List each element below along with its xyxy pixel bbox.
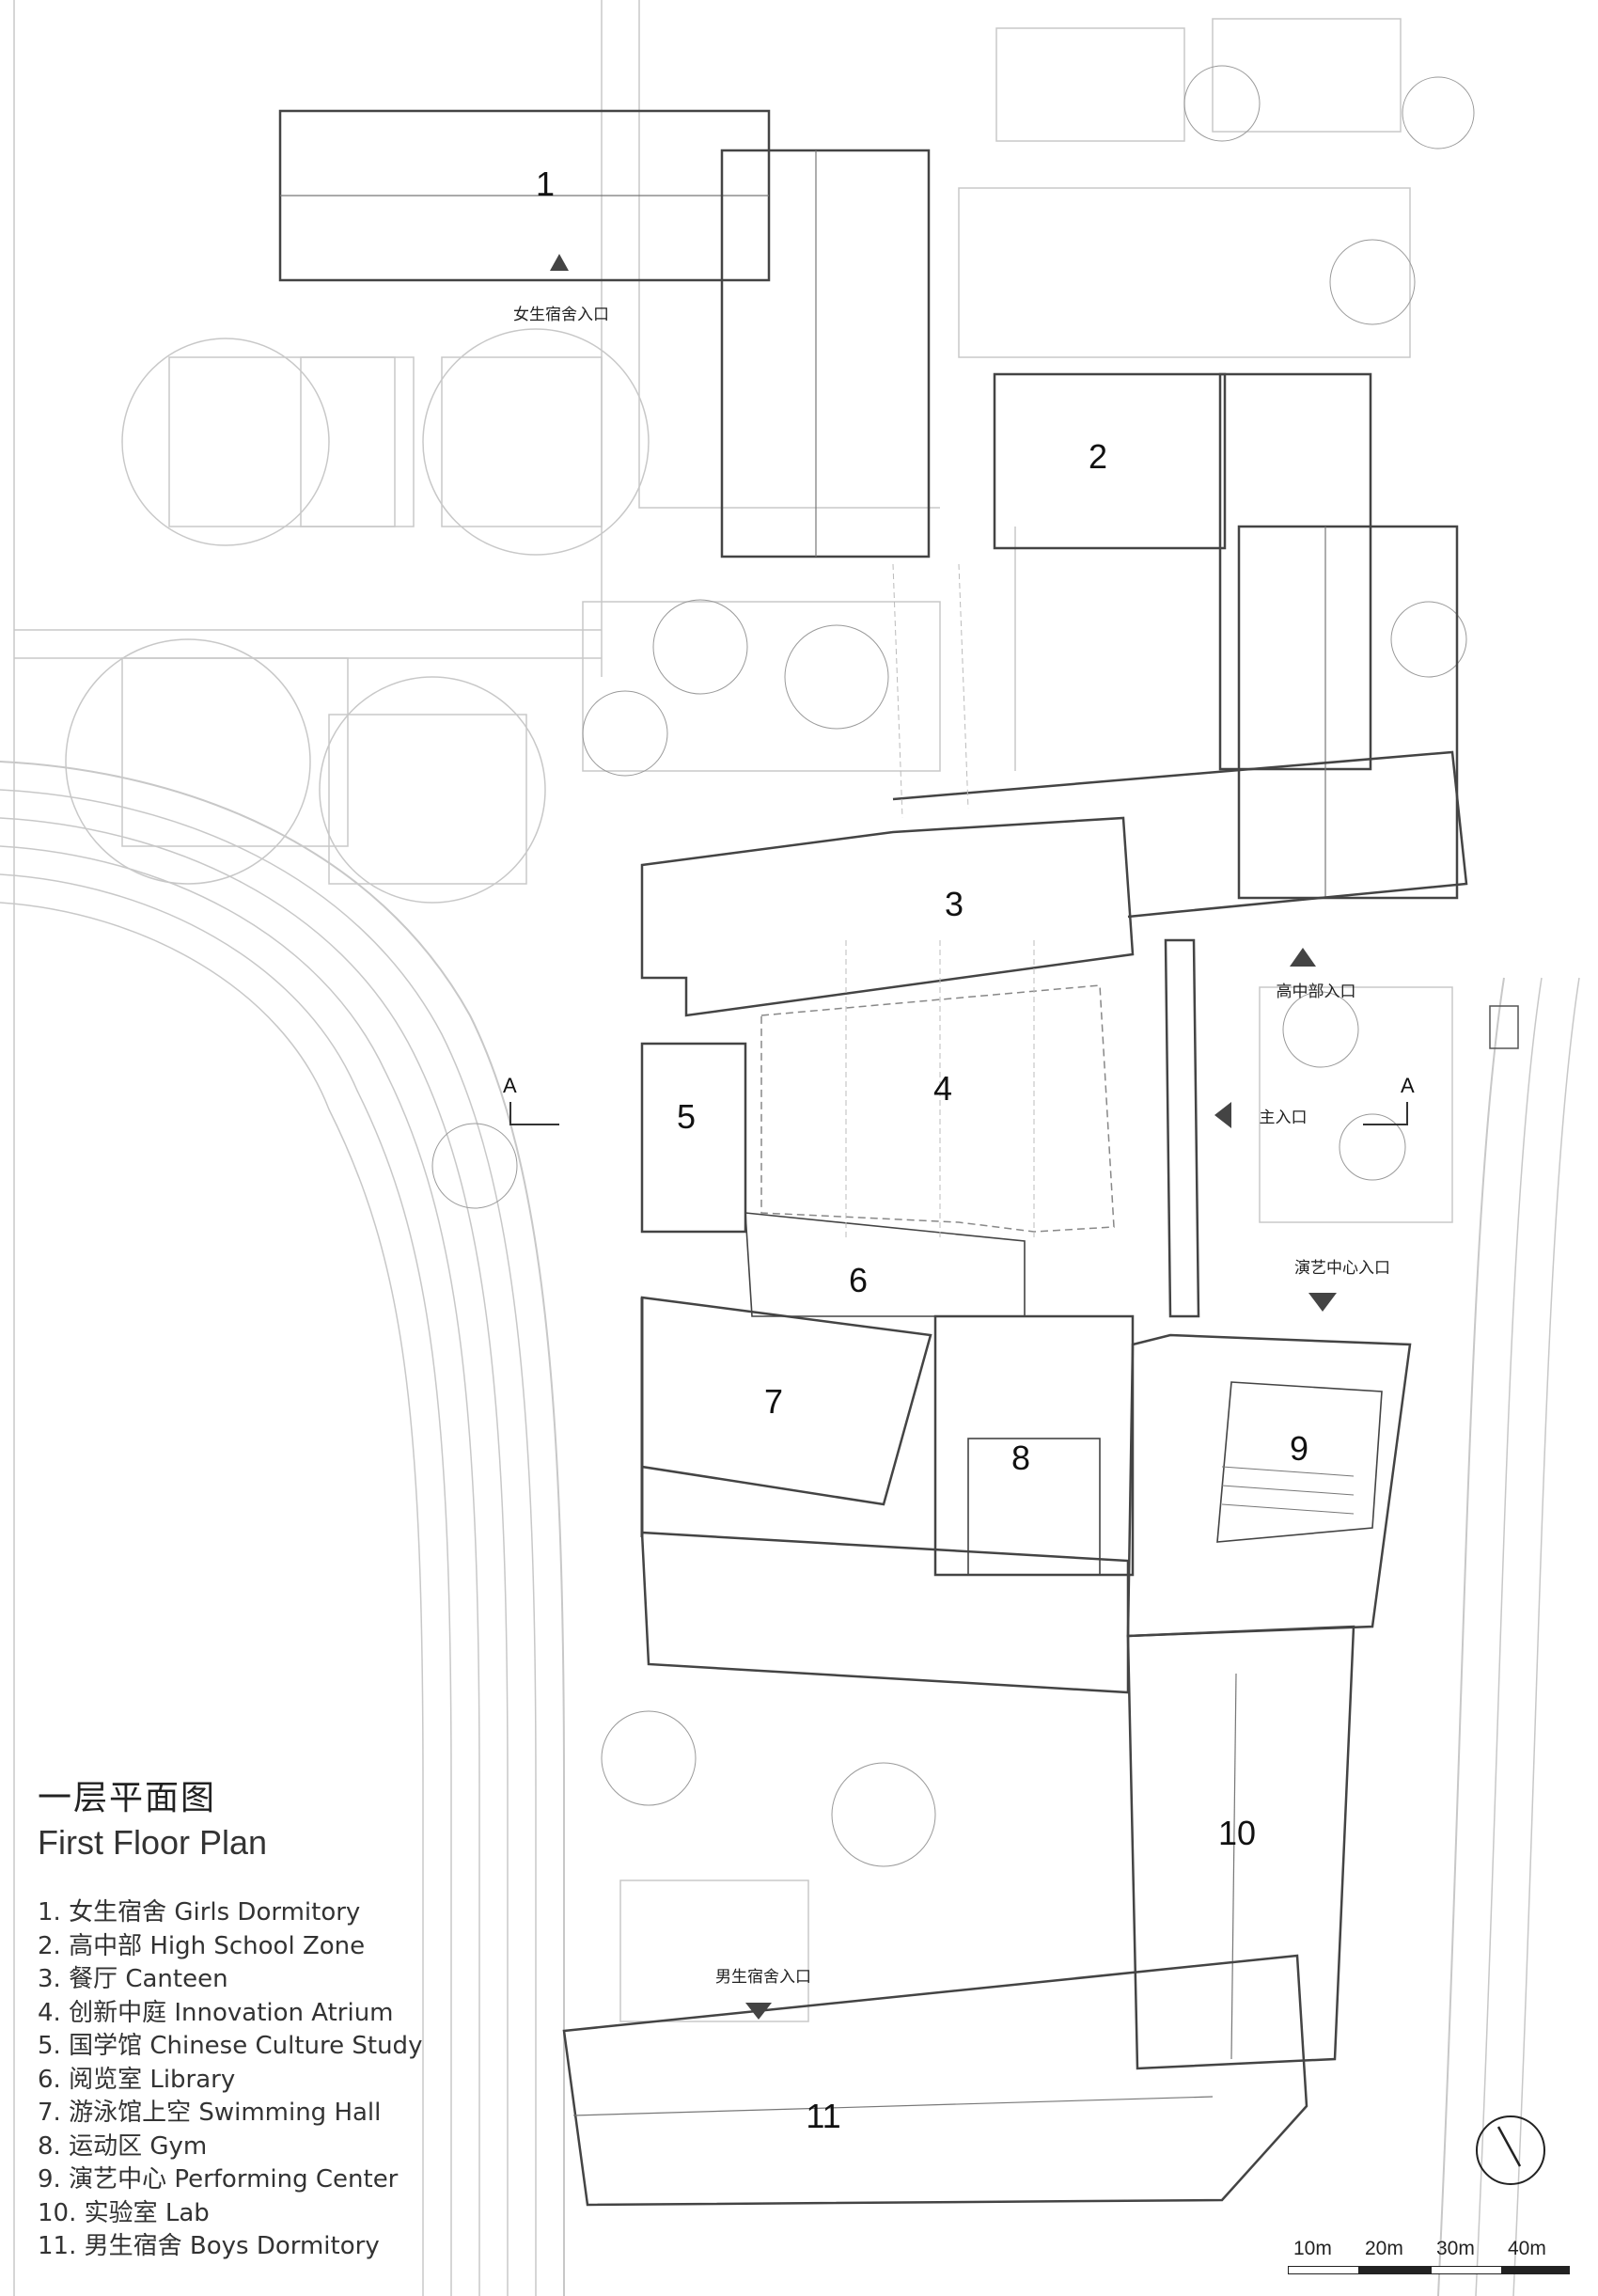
- scale-bar: 10m 20m 30m 40m: [1288, 2238, 1570, 2275]
- room-numbers: 1 2 3 4 5 6 7 8 9 10 11: [536, 165, 1308, 2135]
- legend-item: 3. 餐厅 Canteen: [38, 1965, 228, 1993]
- section-mark-west: A: [503, 1074, 517, 1097]
- section-marks: A A: [503, 1074, 1415, 1125]
- legend-item: 8. 运动区 Gym: [38, 2131, 208, 2161]
- room-label-1: 1: [536, 165, 555, 203]
- entrance-arrow-main: [1214, 1102, 1231, 1128]
- scale-label-40m: 40m: [1508, 2238, 1546, 2259]
- room-label-8: 8: [1011, 1439, 1030, 1477]
- legend-item: 6. 阅览室 Library: [38, 2065, 236, 2094]
- legend-item: 11. 男生宿舍 Boys Dormitory: [38, 2232, 380, 2260]
- scale-segment: [1359, 2266, 1431, 2274]
- entrance-label-high-school: 高中部入口: [1277, 983, 1356, 1001]
- entrance-label-main: 主入口: [1260, 1109, 1308, 1127]
- scale-label-30m: 30m: [1436, 2238, 1475, 2259]
- entrance-arrow-girls-dorm: [550, 254, 569, 271]
- entrance-arrow-boys-dorm: [745, 2003, 772, 2020]
- scale-segment: [1431, 2266, 1502, 2274]
- trees: [431, 65, 1475, 1867]
- legend: 一层平面图 First Floor Plan 1. 女生宿舍 Girls Dor…: [38, 1770, 564, 2264]
- north-arrow-icon: [1476, 2115, 1545, 2185]
- scale-label-10m: 10m: [1293, 2238, 1332, 2259]
- legend-item: 2. 高中部 High School Zone: [38, 1931, 366, 1960]
- entrances: 女生宿舍入口 高中部入口 主入口 演艺中心入口 男生宿舍入口: [513, 254, 1390, 2020]
- title-chinese: 一层平面图: [38, 1779, 217, 1817]
- legend-item: 4. 创新中庭 Innovation Atrium: [38, 1998, 394, 2027]
- structural-grid: [845, 563, 1035, 1241]
- section-mark-east: A: [1401, 1074, 1415, 1097]
- room-label-11: 11: [806, 2097, 840, 2135]
- section-line-east: [1363, 1102, 1408, 1125]
- legend-item: 10. 实验室 Lab: [38, 2198, 210, 2227]
- room-label-5: 5: [677, 1097, 696, 1136]
- room-label-7: 7: [764, 1382, 783, 1421]
- room-label-4: 4: [933, 1069, 952, 1108]
- legend-list: 1. 女生宿舍 Girls Dormitory 2. 高中部 High Scho…: [38, 1896, 564, 2264]
- scale-label-20m: 20m: [1365, 2238, 1403, 2259]
- room-label-9: 9: [1290, 1429, 1308, 1468]
- room-label-6: 6: [849, 1261, 868, 1299]
- legend-item: 5. 国学馆 Chinese Culture Study: [38, 2032, 423, 2060]
- entrance-label-performing: 演艺中心入口: [1294, 1259, 1390, 1278]
- entrance-label-boys-dorm: 男生宿舍入口: [715, 1968, 811, 1987]
- section-line-west: [509, 1102, 559, 1125]
- entrance-label-girls-dorm: 女生宿舍入口: [513, 306, 609, 324]
- entrance-arrow-high-school: [1290, 948, 1316, 967]
- title-english: First Floor Plan: [38, 1823, 268, 1862]
- room-label-10: 10: [1218, 1814, 1256, 1852]
- room-label-3: 3: [945, 885, 964, 923]
- legend-item: 9. 演艺中心 Performing Center: [38, 2165, 399, 2194]
- legend-item: 1. 女生宿舍 Girls Dormitory: [38, 1898, 361, 1926]
- legend-item: 7. 游泳馆上空 Swimming Hall: [38, 2099, 382, 2127]
- entrance-arrow-performing: [1308, 1293, 1337, 1312]
- room-label-2: 2: [1089, 437, 1107, 476]
- scale-segment: [1502, 2266, 1570, 2274]
- buildings: [278, 109, 1468, 2207]
- scale-segment: [1288, 2266, 1359, 2274]
